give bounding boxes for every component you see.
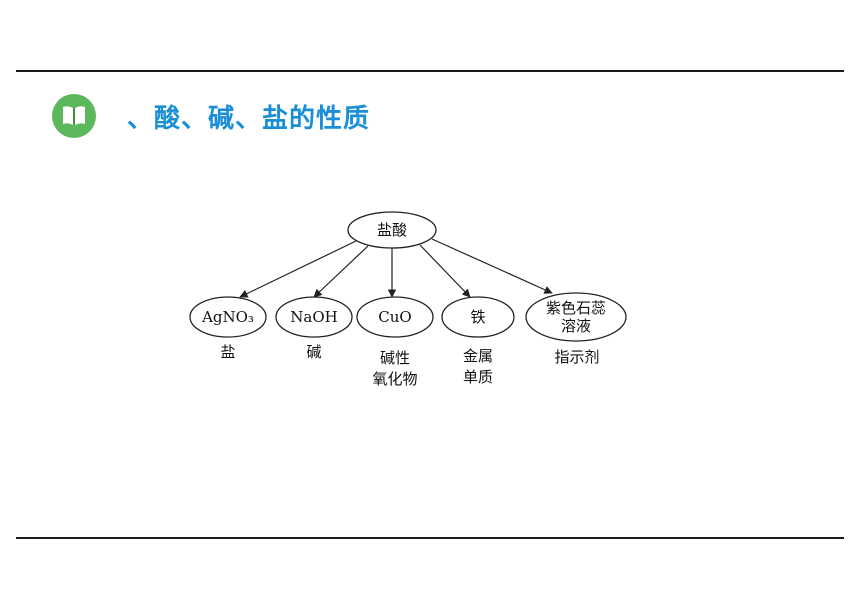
- cuo-node-shape: [356, 296, 434, 338]
- bottom-divider: [16, 537, 844, 539]
- arrow-to-agno3: [239, 240, 357, 298]
- fe-node-shape: [441, 296, 515, 338]
- top-divider: [16, 70, 844, 72]
- fe-node-label: 铁: [470, 308, 486, 326]
- fe-category: 金属 单质: [462, 347, 493, 386]
- arrow-to-naoh: [313, 245, 369, 298]
- naoh-node-shape: [275, 296, 353, 338]
- hydrochloric-acid-diagram: 盐酸 AgNO₃ NaOH CuO 铁 紫色石蕊 溶液 盐 碱 碱性 氧化物 金…: [180, 205, 640, 405]
- cuo-node-label: CuO: [378, 308, 412, 326]
- agno3-node-label: AgNO₃: [202, 308, 254, 326]
- litmus-node-label-line1: 紫色石蕊: [545, 299, 606, 317]
- agno3-node-shape: [189, 296, 267, 338]
- litmus-node-shape: [525, 292, 627, 342]
- litmus-node-label: 紫色石蕊 溶液: [526, 299, 626, 335]
- arrow-to-fe: [419, 244, 471, 298]
- naoh-category: 碱: [306, 343, 322, 361]
- naoh-node-label: NaOH: [290, 308, 338, 326]
- section-title: 、酸、碱、盐的性质: [127, 104, 371, 134]
- litmus-category: 指示剂: [554, 348, 600, 366]
- book-icon: [63, 106, 85, 125]
- diagram-lines: [189, 211, 627, 342]
- litmus-node-label-line2: 溶液: [560, 317, 591, 335]
- cuo-category: 碱性 氧化物: [372, 349, 418, 388]
- root-node-label: 盐酸: [376, 221, 407, 239]
- agno3-category: 盐: [220, 343, 236, 361]
- arrow-to-litmus: [431, 238, 553, 294]
- section-badge: [52, 94, 96, 138]
